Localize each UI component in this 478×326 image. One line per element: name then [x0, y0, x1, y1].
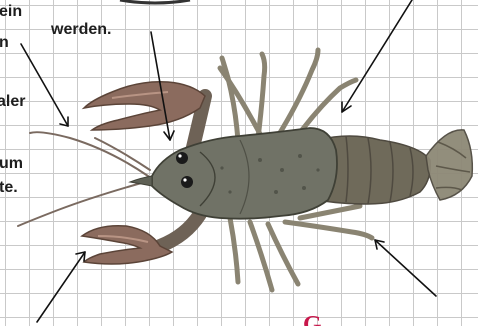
eye-top: [176, 152, 188, 164]
carapace: [130, 128, 337, 219]
arrow-claw-bottom: [37, 252, 85, 322]
partial-red-heading: G: [303, 312, 322, 326]
arrow-antenna: [21, 44, 68, 126]
eye-bottom: [181, 176, 193, 188]
tail: [318, 130, 472, 204]
arrow-leg: [375, 240, 436, 296]
arrow-body: [342, 0, 412, 112]
top-legs: [220, 50, 356, 142]
antennae: [18, 132, 150, 226]
text-remnant: [120, 0, 190, 3]
lower-claw: [82, 214, 200, 264]
